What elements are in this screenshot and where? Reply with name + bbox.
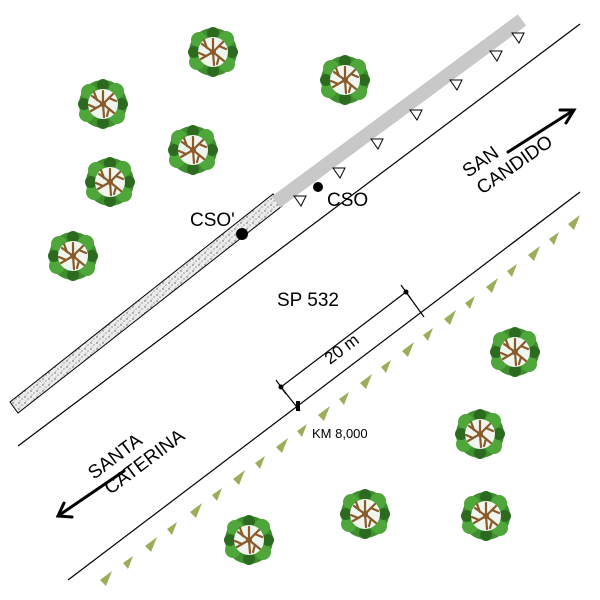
dimension-end-dot — [403, 289, 409, 295]
cso-prime-point — [236, 228, 248, 240]
road-edge-lower — [67, 191, 581, 581]
cso-prime-label: CSO' — [190, 210, 235, 231]
tree-icon — [338, 487, 392, 541]
guardrail-posts — [293, 32, 525, 207]
verge-markers — [100, 215, 580, 586]
distance-dimension — [275, 284, 425, 412]
sidewalk — [9, 193, 283, 414]
km-marker-label: KM 8,000 — [312, 426, 368, 441]
arrow-southwest-icon — [55, 469, 126, 519]
road-name-label: SP 532 — [277, 290, 339, 311]
road-edge-upper — [17, 23, 581, 447]
tree-icon — [222, 513, 276, 567]
distance-label: 20 m — [321, 330, 363, 368]
guardrail — [271, 14, 527, 208]
tree-icon — [318, 53, 372, 107]
tree-icon — [459, 489, 513, 543]
cso-label: CSO — [327, 190, 368, 211]
tree-icon — [46, 229, 100, 283]
km-marker-tick — [296, 401, 300, 411]
tree-icon — [83, 155, 137, 209]
dimension-end-dot — [278, 384, 284, 390]
cso-point — [313, 182, 323, 192]
tree-icon — [166, 123, 220, 177]
tree-icon — [488, 325, 542, 379]
tree-icon — [76, 77, 130, 131]
tree-icon — [453, 407, 507, 461]
tree-icon — [186, 25, 240, 79]
arrow-northeast-icon — [506, 108, 577, 154]
